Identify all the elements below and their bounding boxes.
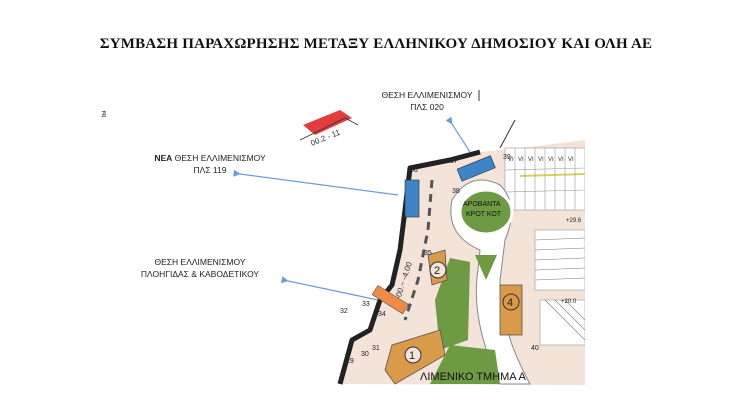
roundabout-label-2: ΚΡΟΤ ΚΟΤ xyxy=(466,211,502,218)
roundabout-label-1: ΑΡΟΒΑΝΤΑ xyxy=(463,201,501,208)
zone-markers: 1 2 4 xyxy=(404,261,520,364)
parking-mark: VI xyxy=(518,157,524,163)
berth-number: 37 xyxy=(450,158,458,165)
quay-edge xyxy=(337,149,481,385)
red-strip xyxy=(303,110,352,135)
arrow-pls119 xyxy=(233,169,399,196)
page-title: ΣΥΜΒΑΣΗ ΠΑΡΑΧΩΡΗΣΗΣ ΜΕΤΑΞΥ ΕΛΛΗΝΙΚΟΥ ΔΗΜ… xyxy=(99,36,653,52)
callout-pls020: ΘΕΣΗ ΕΛΛΙΜΕΝΙΣΜΟΥ ΠΛΣ 020 xyxy=(372,89,482,113)
berth-number: 29 xyxy=(346,358,354,365)
zone-number: 1 xyxy=(409,350,415,362)
callout-pls020-line1: ΘΕΣΗ ΕΛΛΙΜΕΝΙΣΜΟΥ xyxy=(381,90,473,100)
callout-pls119-line2: ΠΛΣ 119 xyxy=(193,165,227,175)
berth-number: 30 xyxy=(361,351,369,358)
triangle-island xyxy=(475,255,497,280)
bottom-label: ΛΙΜΕΝΙΚΟ ΤΜΗΜΑ Α xyxy=(420,371,526,383)
callout-pilot-line2: ΠΛΟΗΓΙΔΑΣ & ΚΑΒΟΔΕΤΙΚΟΥ xyxy=(140,269,260,279)
callout-pls119: ΝΕΑ ΘΕΣΗ ΕΛΛΙΜΕΝΙΣΜΟΥ ΠΛΣ 119 xyxy=(130,152,290,176)
berth-pls020 xyxy=(456,155,496,182)
callout-pilot-line1: ΘΕΣΗ ΕΛΛΙΜΕΝΙΣΜΟΥ xyxy=(154,257,246,267)
callout-pls020-line2: ΠΛΣ 020 xyxy=(410,102,444,112)
quay-dash xyxy=(403,179,434,321)
parking-grid: VI VI VI VI VI VI VI xyxy=(504,147,585,346)
parking-marks: VI VI VI VI VI VI VI xyxy=(508,157,574,163)
berth-number: 39 xyxy=(503,154,511,161)
berth-number: 33 xyxy=(362,301,370,308)
parking-mark: VI xyxy=(558,157,564,163)
berth-number: 36 xyxy=(410,167,418,174)
callout-pilot: ΘΕΣΗ ΕΛΛΙΜΕΝΙΣΜΟΥ ΠΛΟΗΓΙΔΑΣ & ΚΑΒΟΔΕΤΙΚΟ… xyxy=(125,256,275,280)
parking-mark: VI xyxy=(508,157,514,163)
parking-mark: VI xyxy=(538,157,544,163)
berth-numbers: 36 37 38 39 35 34 33 32 31 30 29 40 xyxy=(340,154,539,365)
berth-pls119 xyxy=(404,179,420,218)
parking-mark: VI xyxy=(568,157,574,163)
pointer-line xyxy=(499,119,516,149)
zone-number: 4 xyxy=(507,297,513,309)
elev-label: +20.0 xyxy=(561,299,577,305)
berth-number: 38 xyxy=(452,188,460,195)
zone-number: 2 xyxy=(434,265,440,277)
elev-label: +29.6 xyxy=(566,218,582,224)
berth-number: 40 xyxy=(531,345,539,352)
callout-pls119-line1: ΘΕΣΗ ΕΛΛΙΜΕΝΙΣΜΟΥ xyxy=(174,153,266,163)
berth-pilot xyxy=(371,284,409,315)
green-area-bottom xyxy=(430,345,500,384)
callout-pls119-new: ΝΕΑ xyxy=(154,153,173,163)
roundabout-grass xyxy=(458,188,514,236)
berth-number: 34 xyxy=(378,311,386,318)
parking-mark: VI xyxy=(528,157,534,163)
arrow-pls020 xyxy=(445,116,471,153)
arrow-pilot xyxy=(280,276,379,301)
red-strip-outline xyxy=(299,117,359,141)
berth-number: 35 xyxy=(424,250,432,257)
parking-mark: VI xyxy=(548,157,554,163)
berth-number: 31 xyxy=(372,345,380,352)
berth-number: 32 xyxy=(340,308,348,315)
stray-mark: ∄ xyxy=(101,110,107,119)
